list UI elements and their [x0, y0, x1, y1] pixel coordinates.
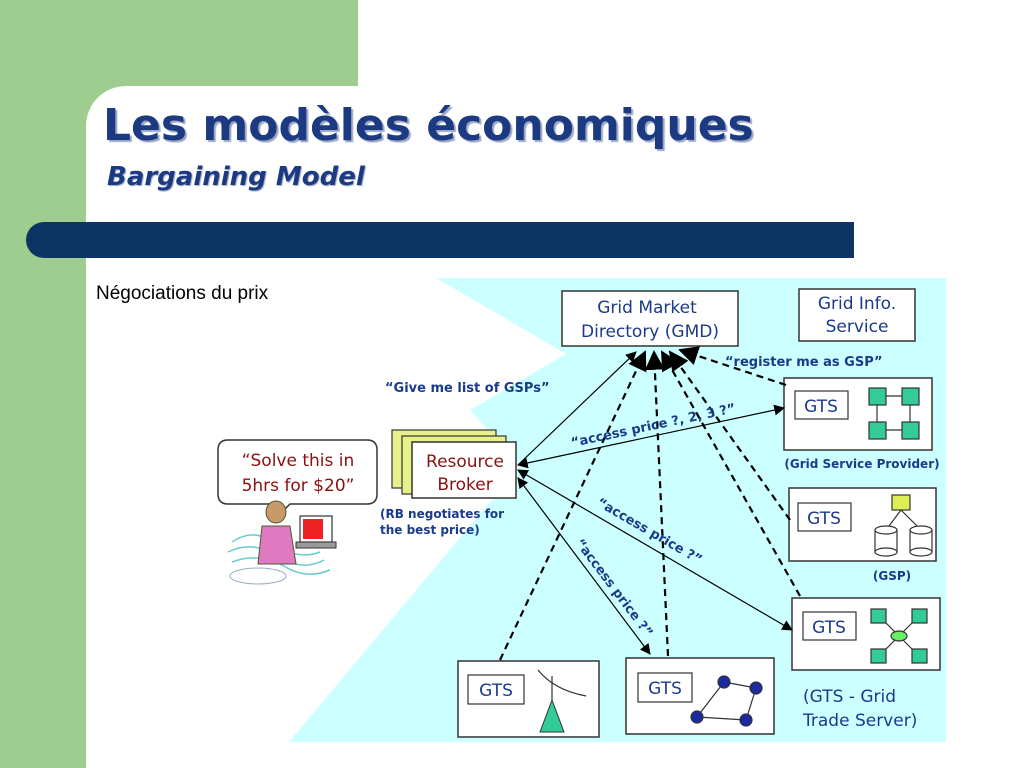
arrow-tree-gmd — [499, 350, 647, 661]
green-left-panel — [0, 0, 86, 768]
slide-title: Les modèles économiques — [103, 100, 754, 151]
gmd-label-line2: Directory (GMD) — [581, 322, 719, 342]
bubble-line2: 5hrs for $20” — [242, 476, 355, 496]
gts-note-line2: Trade Server) — [802, 711, 917, 731]
arrow-star-gmd — [661, 350, 801, 597]
registration-arrows — [499, 346, 801, 661]
grid-info-service-box: Grid Info. Service — [798, 288, 916, 342]
msg-give-me-list: “Give me list of GSPs” — [385, 381, 550, 396]
gts-box-gsp: GTS — [788, 487, 937, 562]
broker-label-line2: Broker — [437, 475, 492, 495]
bullet-text: Négociations du prix — [96, 283, 269, 304]
gts-label: GTS — [648, 679, 682, 699]
arrow-broker-gts1 — [516, 404, 786, 469]
bargaining-diagram: Grid Market Directory (GMD) Grid Info. S… — [217, 278, 946, 742]
gmd-label-line1: Grid Market — [597, 298, 697, 318]
gts-label: GTS — [812, 618, 846, 638]
gts-box-network: GTS — [625, 657, 775, 735]
storage-icon — [874, 494, 933, 557]
broker-arrows — [516, 351, 793, 655]
label-gsp: (GSP) — [873, 569, 911, 583]
star-network-icon — [870, 608, 928, 664]
user-at-computer-icon — [227, 500, 337, 585]
gts-label: GTS — [479, 681, 513, 701]
gts-box-provider: GTS — [783, 377, 933, 451]
gts-box-star: GTS — [791, 597, 941, 671]
gts-label: GTS — [807, 509, 841, 529]
gts-label: GTS — [804, 397, 838, 417]
rb-note-line1: (RB negotiates for — [380, 507, 504, 521]
triangle-network-icon — [690, 675, 763, 727]
label-grid-service-provider: (Grid Service Provider) — [784, 457, 939, 471]
slide-subtitle: Bargaining Model — [107, 162, 365, 192]
msg-register: “register me as GSP” — [725, 355, 883, 370]
arrow-gts1-gmd — [678, 346, 787, 387]
arrow-broker-gts-net — [517, 477, 651, 655]
gts-box-tree: GTS — [457, 660, 600, 738]
user-speech-bubble: “Solve this in 5hrs for $20” — [217, 439, 378, 518]
bubble-line1: “Solve this in — [242, 451, 355, 471]
gis-label-line2: Service — [826, 317, 889, 337]
broker-label-line1: Resource — [426, 452, 504, 472]
grid-nodes-icon — [868, 387, 920, 440]
gmd-box: Grid Market Directory (GMD) — [561, 290, 739, 347]
gts-note-line1: (GTS - Grid — [803, 687, 896, 707]
gis-label-line1: Grid Info. — [818, 294, 896, 314]
tree-icon — [537, 669, 587, 733]
rb-note-line2: the best price) — [380, 523, 480, 537]
arrow-net-gmd — [644, 350, 670, 657]
arrow-gsp-gmd — [668, 350, 791, 521]
title-divider-bar — [26, 222, 854, 258]
resource-broker-box: Resource Broker — [391, 429, 517, 499]
